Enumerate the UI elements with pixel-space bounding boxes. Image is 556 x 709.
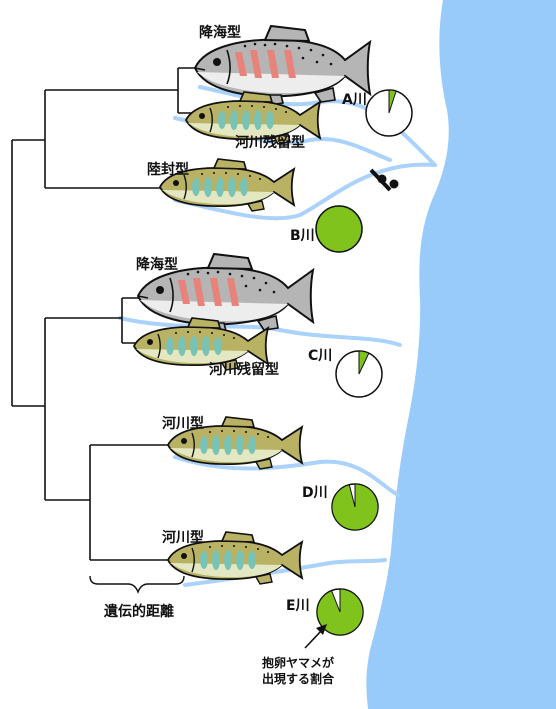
- label-fluvial-1: 河川型: [162, 416, 204, 432]
- pie-slice: [358, 350, 370, 375]
- label-anadromous-2: 降海型: [136, 257, 178, 273]
- dam-icon: [369, 168, 399, 192]
- pie-charts: [315, 89, 413, 636]
- pie-slice: [388, 89, 397, 114]
- pie-b: [315, 205, 363, 253]
- phylogenetic-tree: [11, 67, 197, 561]
- river-label-e: E川: [286, 598, 310, 614]
- genetic-distance-bracket: [89, 575, 185, 594]
- river-label-a: A川: [342, 92, 367, 108]
- label-landlocked: 陸封型: [147, 162, 189, 178]
- label-river-resident-2: 河川残留型: [209, 362, 279, 378]
- sea-coast: [366, 0, 556, 709]
- pie-d: [331, 483, 379, 531]
- pie-circle: [315, 205, 363, 253]
- arrow-icon: [304, 624, 327, 649]
- pie-c: [335, 350, 383, 398]
- pie-note-line1: 抱卵ヤマメが: [261, 656, 334, 670]
- pie-e: [316, 588, 364, 636]
- pie-a: [365, 89, 413, 137]
- label-river-resident-1: 河川残留型: [235, 135, 305, 151]
- river-label-b: B川: [290, 228, 315, 244]
- pie-slice: [316, 588, 364, 636]
- label-anadromous-1: 降海型: [199, 25, 241, 41]
- pie-note-line2: 出現する割合: [261, 672, 334, 686]
- river-label-c: C川: [308, 348, 333, 364]
- label-fluvial-2: 河川型: [162, 530, 204, 546]
- river-label-d: D川: [302, 485, 328, 501]
- pie-note: 抱卵ヤマメが 出現する割合: [248, 655, 348, 687]
- label-genetic-distance: 遺伝的距離: [104, 604, 174, 620]
- pie-slice: [331, 483, 379, 531]
